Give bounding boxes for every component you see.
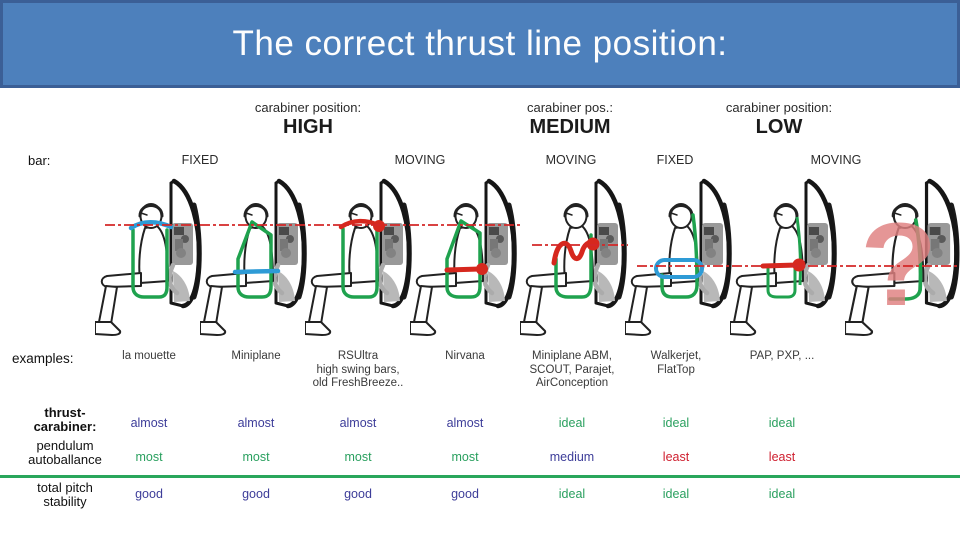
row-label-total-pitch-stability: total pitch stability (37, 480, 93, 509)
header-carabiner-low: carabiner position: LOW (679, 100, 879, 139)
header-carabiner-high: carabiner position: HIGH (208, 100, 408, 139)
rating-stability-2: good (242, 487, 270, 501)
bar-type-4: FIXED (656, 153, 694, 167)
example-miniplane: Miniplane (231, 350, 281, 362)
header-carabiner-medium: carabiner pos.: MEDIUM (470, 100, 670, 139)
rating-thrust-carabiner-6: ideal (662, 416, 690, 430)
harness-lines (888, 218, 923, 301)
fixed-bar-waist (232, 268, 281, 275)
rating-stability-3: good (344, 487, 372, 501)
example-nirvana: Nirvana (445, 350, 485, 362)
rating-pendulum-3: most (344, 450, 372, 464)
pilot-figure-high-fixed-la-mouette (95, 175, 205, 345)
pilot-figure-high-moving-rsultra (305, 175, 415, 345)
page-title: The correct thrust line position: (232, 24, 728, 63)
bar-type-1: FIXED (181, 153, 219, 167)
rating-stability-1: good (135, 487, 163, 501)
rating-thrust-carabiner-2: almost (237, 416, 275, 430)
pilot-figure-low-fixed-walkerjet (625, 175, 735, 345)
header-value: HIGH (283, 116, 333, 138)
example-rsultra: RSUltra high swing bars, old FreshBreeze… (312, 350, 404, 389)
bar-type-2: MOVING (394, 153, 446, 167)
harness-lines (341, 227, 379, 299)
seat-frame (766, 267, 797, 299)
example-pap-pxp: PAP, PXP, ... (749, 350, 815, 362)
header-label: carabiner position: (254, 100, 362, 115)
rating-pendulum-4: most (451, 450, 479, 464)
pilot-figure-unknown: ? (845, 175, 960, 345)
rating-pendulum-2: most (242, 450, 270, 464)
example-la-mouette: la mouette (122, 350, 176, 362)
rating-pendulum-1: most (135, 450, 163, 464)
rating-thrust-carabiner-3: almost (339, 416, 377, 430)
example-miniplane-abm: Miniplane ABM, SCOUT, Parajet, AirConcep… (529, 350, 615, 389)
moving-bar-waist (444, 266, 483, 273)
rating-pendulum-7: least (768, 450, 796, 464)
rating-thrust-carabiner-7: ideal (768, 416, 796, 430)
pivot-dot (792, 258, 806, 272)
rating-stability-6: ideal (662, 487, 690, 501)
harness-lines (660, 213, 699, 299)
example-walkerjet: Walkerjet, FlatTop (650, 350, 702, 376)
header-value: MEDIUM (529, 116, 611, 138)
rating-thrust-carabiner-4: almost (446, 416, 484, 430)
header-label: carabiner pos.: (527, 100, 613, 115)
header-label: carabiner position: (725, 100, 833, 115)
rating-stability-5: ideal (558, 487, 586, 501)
bar-type-3: MOVING (545, 153, 597, 167)
rating-thrust-carabiner-5: ideal (558, 416, 586, 430)
row-label-thrust-carabiner: thrust- carabiner: (33, 405, 97, 434)
pivot-dot (586, 237, 600, 251)
pivot-dot (373, 220, 385, 232)
fixed-bar-low (654, 258, 704, 279)
row-label-pendulum-autoballance: pendulum autoballance (28, 438, 102, 467)
header-value: LOW (755, 116, 803, 138)
question-mark-icon: ? (860, 198, 937, 330)
harness-lines (554, 233, 593, 299)
pilot-figure-high-fixed-miniplane (200, 175, 310, 345)
rating-stability-4: good (451, 487, 479, 501)
rating-pendulum-6: least (662, 450, 690, 464)
pivot-dot (476, 263, 488, 275)
green-divider (0, 475, 960, 478)
pilot-figure-low-moving-pap (730, 175, 840, 345)
bar-row-label: bar: (28, 153, 51, 168)
pilot-figure-high-moving-nirvana (410, 175, 520, 345)
title-bar: The correct thrust line position: (0, 0, 960, 88)
harness-lines (795, 216, 802, 286)
harness-lines (445, 219, 482, 299)
rating-pendulum-5: medium (549, 450, 595, 464)
examples-row-label: examples: (12, 351, 74, 366)
harness-lines (236, 220, 273, 299)
bar-type-5: MOVING (810, 153, 862, 167)
rating-thrust-carabiner-1: almost (130, 416, 168, 430)
harness-lines (131, 228, 169, 299)
pilot-figure-medium-moving (520, 175, 630, 345)
moving-bar-low (760, 262, 800, 269)
rating-stability-7: ideal (768, 487, 796, 501)
